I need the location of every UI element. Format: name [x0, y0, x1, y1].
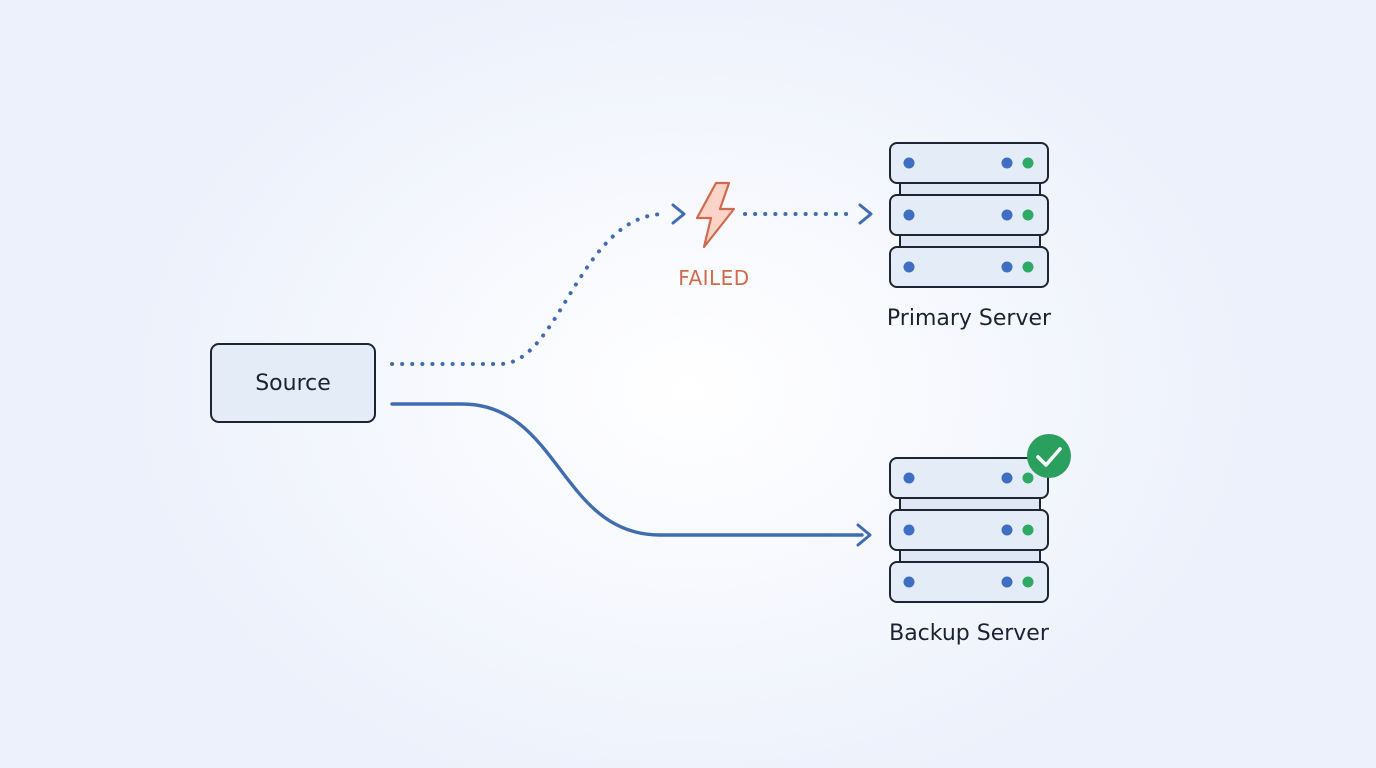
backup-server-label: Backup Server — [889, 621, 1049, 646]
source-label: Source — [255, 370, 331, 396]
backup-connection-line — [390, 402, 864, 537]
lightning-bolt-icon — [695, 181, 736, 249]
primary-server-icon — [889, 142, 1049, 288]
backup-server-icon — [889, 457, 1049, 603]
backup-connection-arrowhead — [856, 523, 872, 547]
primary-connection-arrowhead-mid — [671, 203, 686, 225]
primary-server-label: Primary Server — [886, 306, 1052, 331]
check-icon — [1027, 434, 1071, 478]
primary-connection-line — [390, 212, 667, 366]
primary-connection-arrowhead — [858, 203, 873, 225]
source-node: Source — [210, 343, 376, 423]
failed-status-label: FAILED — [678, 266, 750, 290]
